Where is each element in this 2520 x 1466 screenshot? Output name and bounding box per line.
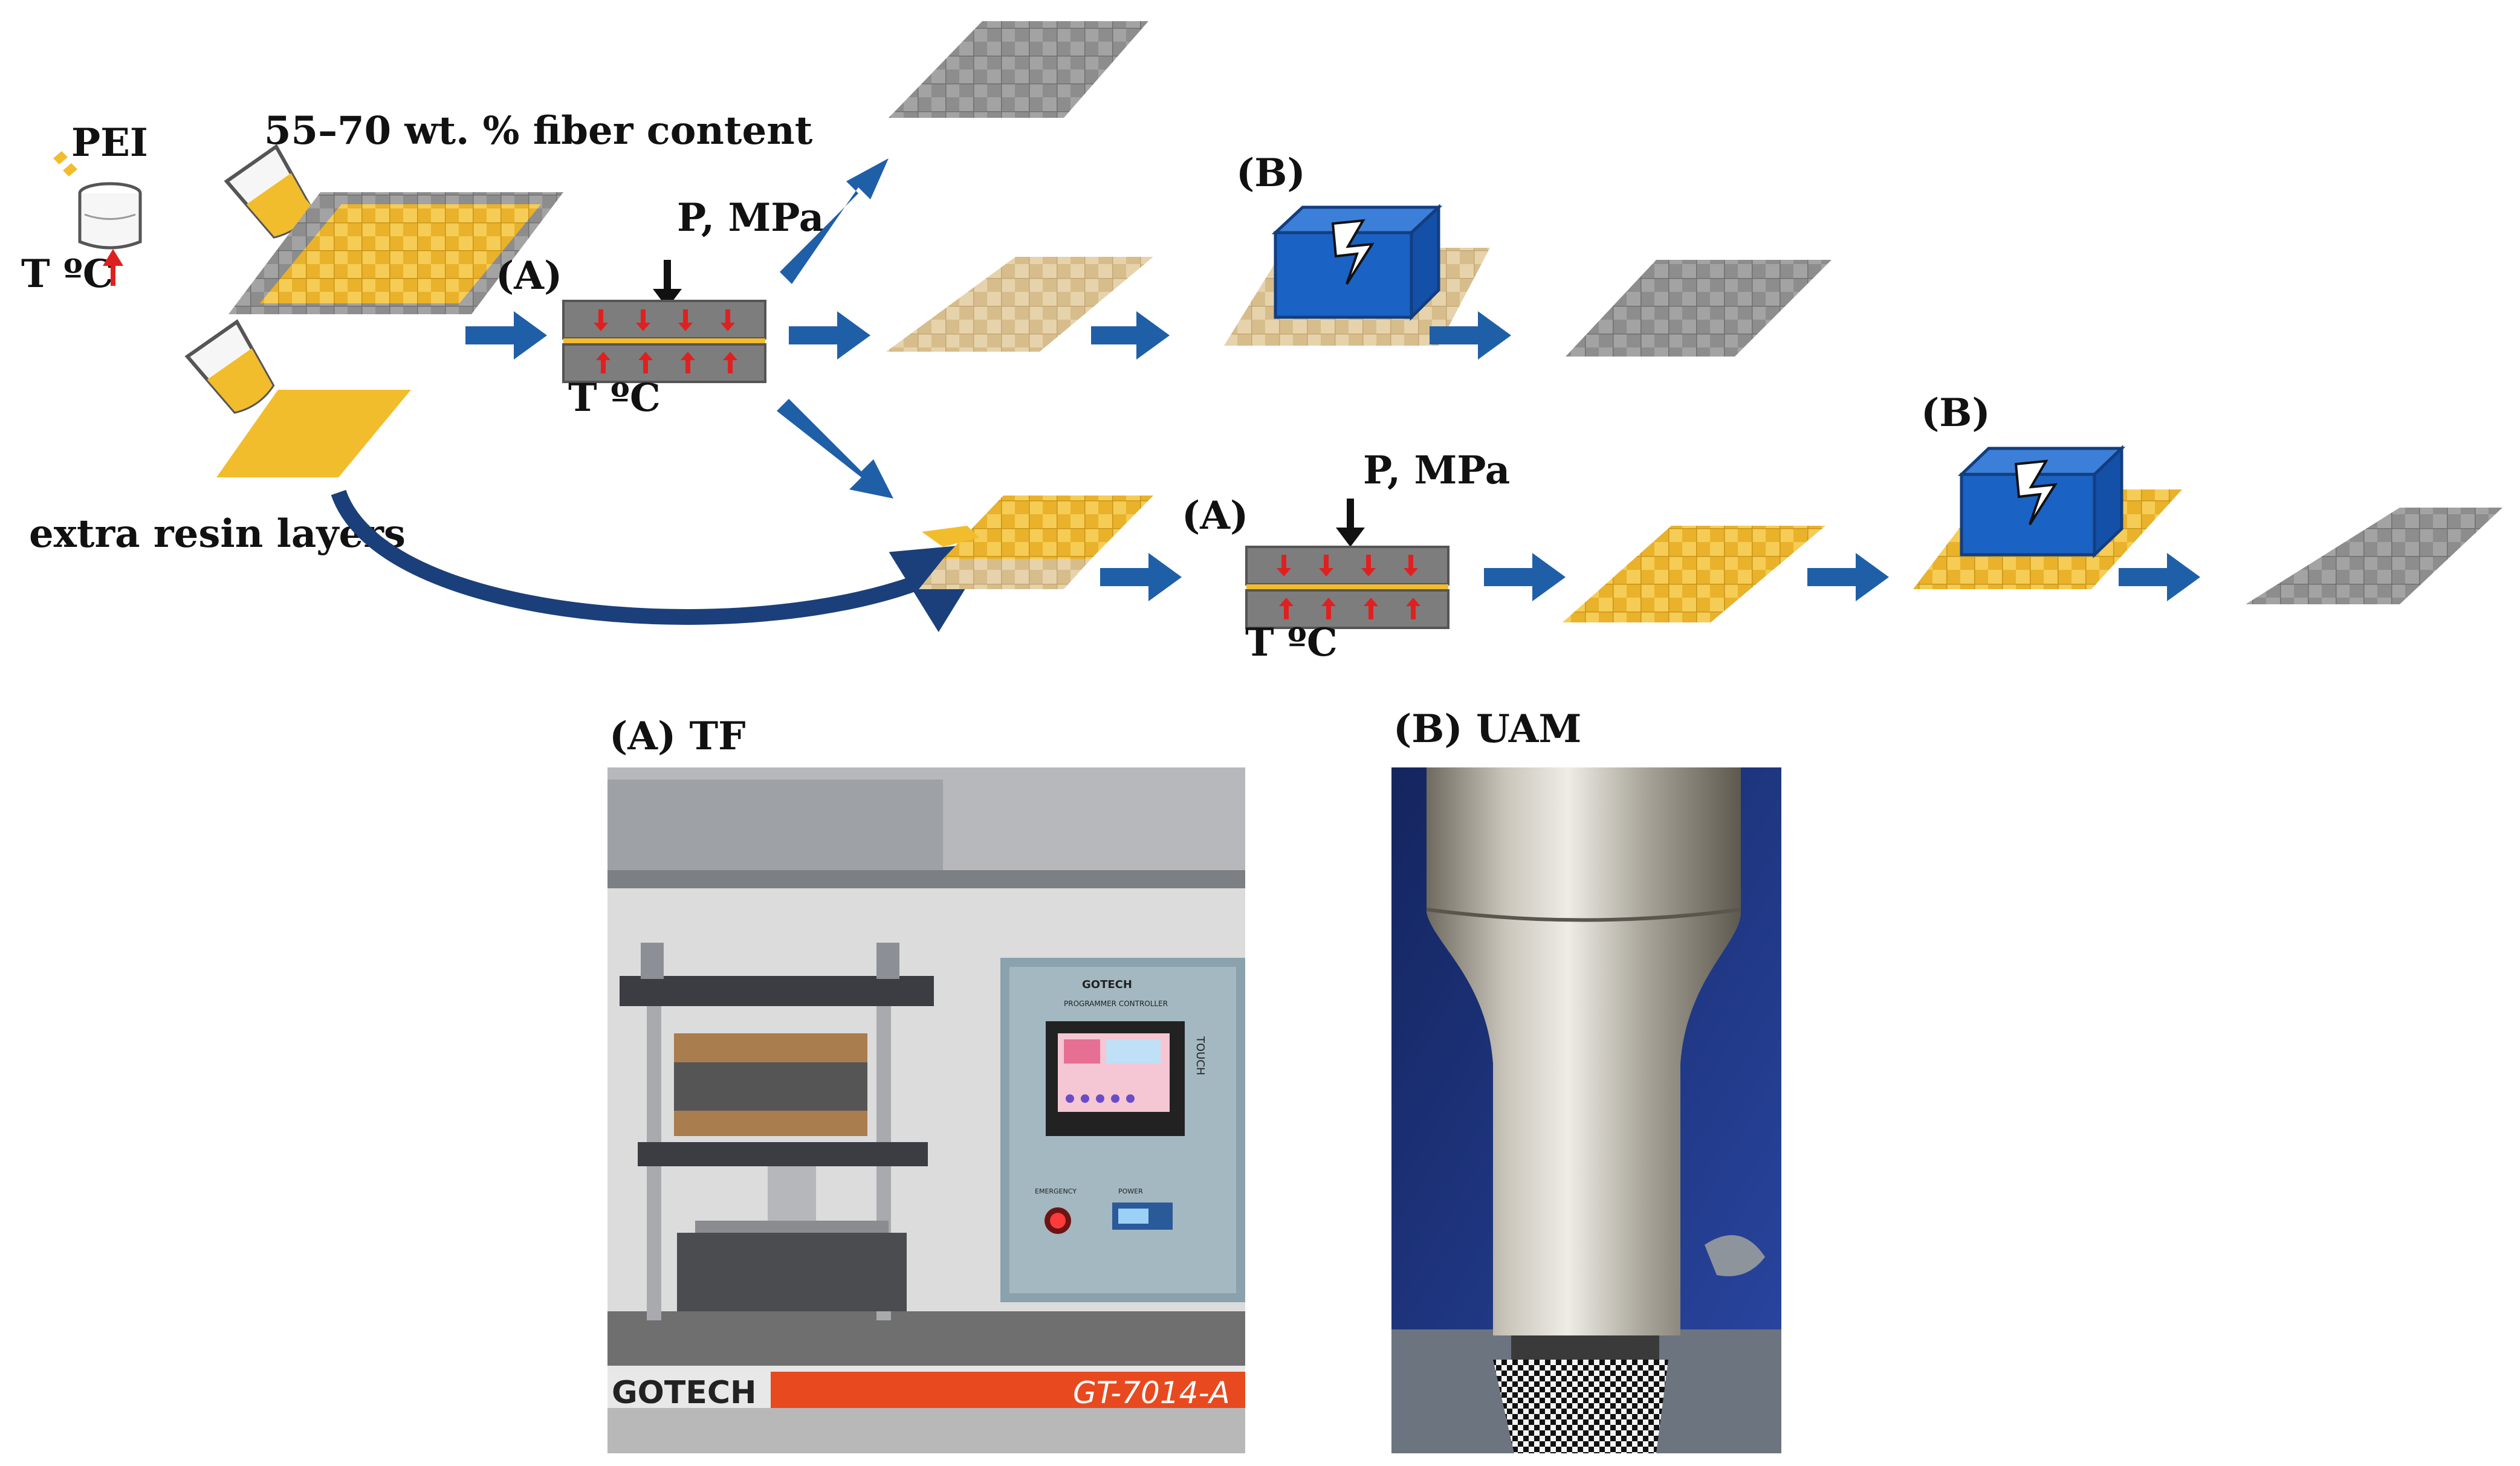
blue-arrow-lower-2 (1807, 553, 1889, 601)
heat-arrow-icon (103, 249, 123, 286)
step-a-label-2: (A) (1182, 493, 1248, 538)
laminate-top-gray (889, 21, 1148, 118)
pressure-label-1: P, MPa (677, 195, 824, 241)
press-brand-label: GOTECH (612, 1375, 757, 1411)
blue-arrow-middle-2 (1091, 311, 1170, 360)
laminate-middle-tan (886, 257, 1153, 352)
press-arrow-icon-2 (1336, 499, 1365, 547)
blue-arrow-to-press-1 (465, 311, 547, 360)
press-model-label: GT-7014-A (1073, 1375, 1230, 1410)
laminate-lower-gray-final (2246, 508, 2502, 604)
pressure-label-2: P, MPa (1363, 448, 1510, 493)
pei-label: PEI (71, 120, 148, 166)
panel-power-label: POWER (1118, 1187, 1143, 1195)
blue-arrow-mid (789, 311, 870, 360)
hot-press-1 (562, 300, 766, 383)
step-b-label-2: (B) (1921, 390, 1990, 436)
panel-emergency-label: EMERGENCY (1035, 1187, 1077, 1195)
temperature-label-2: T ºC (568, 375, 661, 421)
panel-touch-label: TOUCH (1194, 1036, 1207, 1075)
extra-resin-label: extra resin layers (29, 511, 406, 557)
temperature-label-3: T ºC (1245, 620, 1338, 665)
ultrasonic-block-2 (1957, 445, 2126, 558)
pour-cup-icon-2 (184, 319, 275, 414)
blue-arrow-down (777, 399, 893, 499)
laminate-lower-yellow (1563, 526, 1825, 622)
blue-arrow-after-press-2 (1484, 553, 1566, 601)
lightning-icon-2 (2014, 459, 2058, 526)
step-b-label-1: (B) (1236, 150, 1306, 196)
press-arrow-icon (653, 260, 682, 308)
photo-b-ultrasonic-horn (1391, 767, 1781, 1453)
panel-subtitle: PROGRAMMER CONTROLLER (1064, 999, 1168, 1008)
photo-a-thermoforming-press: GOTECH GT-7014-A GOTECH PROGRAMMER CONTR… (607, 767, 1245, 1453)
fabric-under-resin (919, 559, 1091, 589)
resin-on-fabric (260, 204, 541, 303)
blue-arrow-lower-3 (2119, 553, 2200, 601)
laminate-middle-gray-final (1566, 260, 1832, 357)
ultrasonic-block-1 (1271, 204, 1443, 321)
carbon-specimen (1493, 1360, 1668, 1453)
lightning-icon (1331, 219, 1375, 285)
step-a-label-1: (A) (496, 253, 562, 299)
resin-beaker-icon (78, 182, 142, 250)
extra-resin-curve-arrow (331, 489, 994, 633)
temperature-label-1: T ºC (21, 251, 114, 297)
extra-resin-film (216, 390, 411, 477)
pei-resin-group: PEI T ºC (21, 120, 148, 297)
blue-arrow-up (780, 158, 889, 284)
blue-arrow-middle-3 (1430, 311, 1511, 360)
fabric-with-extra-resin (943, 496, 1153, 559)
blue-arrow-to-press-2 (1100, 553, 1182, 601)
photo-b-title: (B) UAM (1393, 706, 1581, 752)
photo-a-title: (A) TF (609, 714, 746, 759)
panel-logo: GOTECH (1082, 978, 1132, 991)
horn-body (1427, 767, 1741, 1335)
pellets-icon (53, 151, 77, 176)
hot-press-2 (1245, 546, 1449, 629)
fiber-content-label: 55–70 wt. % fiber content (264, 108, 813, 153)
